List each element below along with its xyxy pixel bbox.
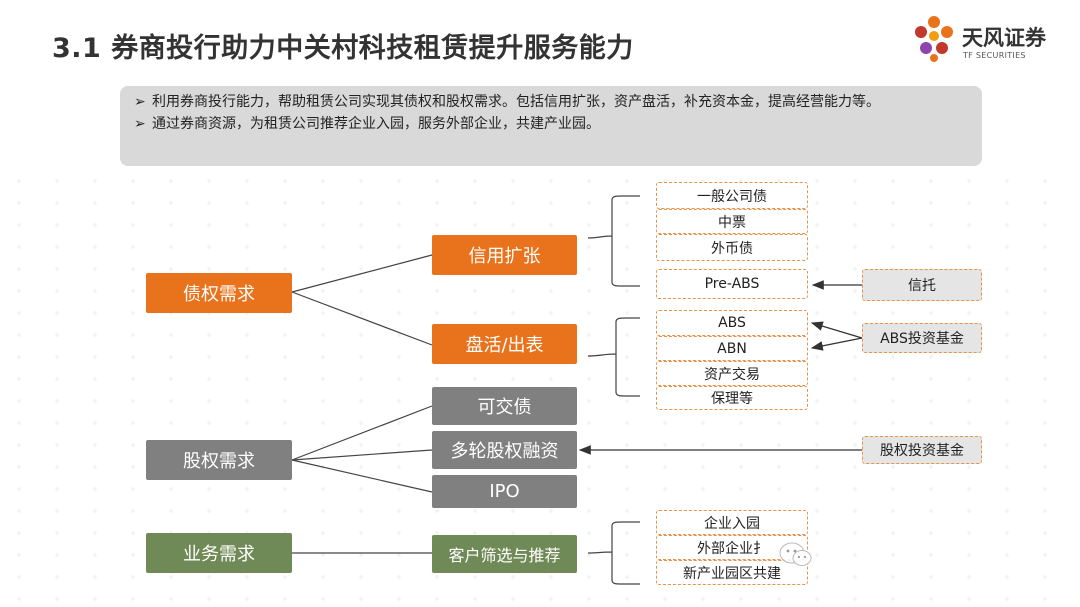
arrow-absfund-abn <box>810 337 863 351</box>
summary-line: ➢ 通过券商资源，为租赁公司推荐企业入园，服务外部企业，共建产业园。 <box>134 114 968 134</box>
arrow-bullet-icon: ➢ <box>134 94 146 110</box>
credit-expansion-node: 信用扩张 <box>432 235 577 275</box>
leaf-mtn: 中票 <box>656 209 808 234</box>
connector-debt-credit <box>291 254 433 293</box>
connector-equity-ipo <box>291 459 433 493</box>
leaf-new-park-build: 新产业园区共建 <box>656 560 808 585</box>
trust-box: 信托 <box>862 269 982 301</box>
leaf-enterprise-park: 企业入园 <box>656 510 808 535</box>
business-demand-node: 业务需求 <box>146 533 292 573</box>
leaf-pre-abs: Pre-ABS <box>656 269 808 299</box>
ipo-node: IPO <box>432 475 577 508</box>
leaf-corporate-bond: 一般公司债 <box>656 182 808 209</box>
arrow-bullet-icon: ➢ <box>134 116 146 132</box>
client-screening-node: 客户筛选与推荐 <box>432 535 577 573</box>
summary-box: ➢ 利用券商投行能力，帮助租赁公司实现其债权和股权需求。包括信用扩张，资产盘活，… <box>120 86 982 166</box>
leaf-abn: ABN <box>656 336 808 361</box>
bracket-credit <box>587 195 640 287</box>
summary-text: 利用券商投行能力，帮助租赁公司实现其债权和股权需求。包括信用扩张，资产盘活，补充… <box>152 94 880 110</box>
equity-fund-box: 股权投资基金 <box>862 436 982 464</box>
leaf-abs: ABS <box>656 310 808 336</box>
connector-debt-revitalize <box>291 291 433 346</box>
bracket-business <box>587 521 640 585</box>
exchangeable-bond-node: 可交债 <box>432 387 577 425</box>
summary-text: 通过券商资源，为租赁公司推荐企业入园，服务外部企业，共建产业园。 <box>152 116 600 132</box>
abs-fund-box: ABS投资基金 <box>862 323 982 353</box>
logo-chinese-name: 天风证券 <box>962 26 1046 50</box>
leaf-asset-trading: 资产交易 <box>656 361 808 386</box>
debt-demand-node: 债权需求 <box>146 273 292 313</box>
logo-english-name: TF SECURITIES <box>963 51 1026 60</box>
connector-equity-rounds <box>291 449 433 461</box>
leaf-factoring: 保理等 <box>656 386 808 410</box>
bracket-revitalize <box>587 317 640 397</box>
page-title: 3.1 券商投行助力中关村科技租赁提升服务能力 <box>52 33 634 64</box>
connector-equity-exchangeable <box>291 405 433 461</box>
multi-round-equity-node: 多轮股权融资 <box>432 431 577 469</box>
summary-line: ➢ 利用券商投行能力，帮助租赁公司实现其债权和股权需求。包括信用扩张，资产盘活，… <box>134 92 968 112</box>
tf-logo-icon <box>915 16 953 62</box>
revitalize-node: 盘活/出表 <box>432 324 577 364</box>
wechat-watermark-icon <box>779 542 812 566</box>
arrow-absfund-abs <box>810 321 863 339</box>
equity-demand-node: 股权需求 <box>146 440 292 480</box>
leaf-foreign-bond: 外币债 <box>656 234 808 261</box>
